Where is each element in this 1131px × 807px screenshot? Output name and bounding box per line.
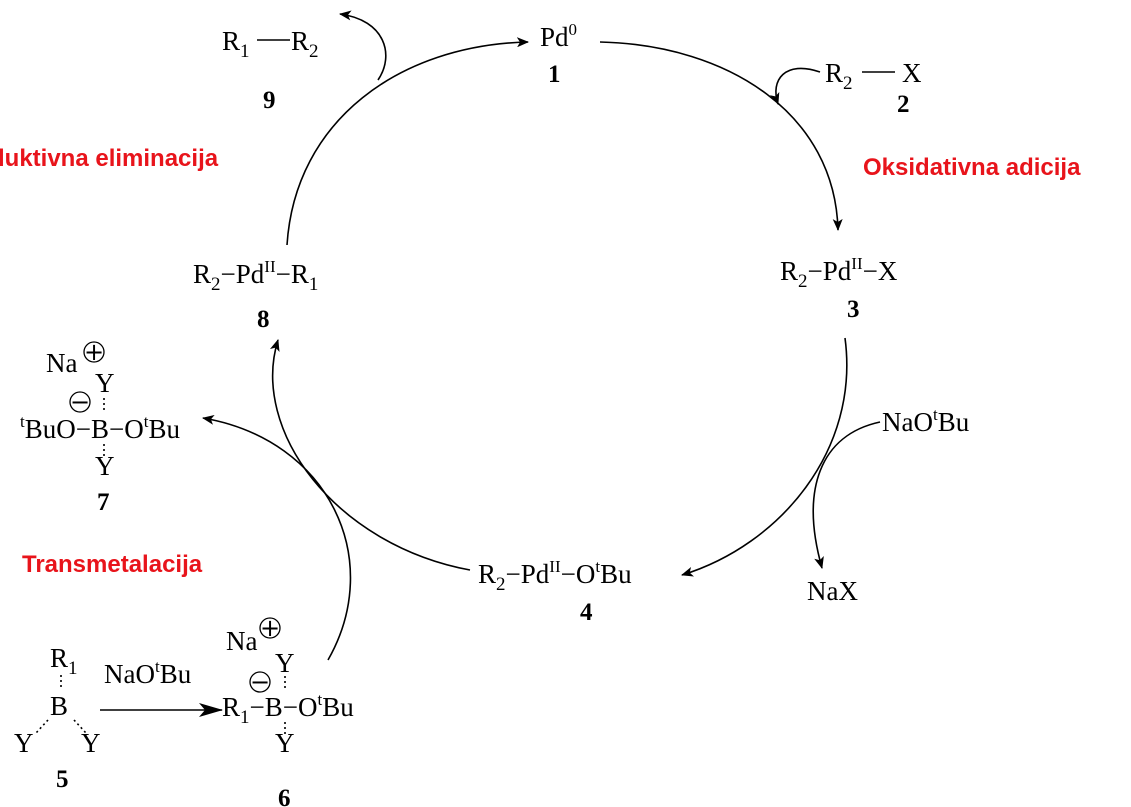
number-8: 8 xyxy=(257,306,270,333)
arrow-base-into-cycle xyxy=(812,421,881,569)
number-1: 1 xyxy=(548,61,561,88)
number-7: 7 xyxy=(97,489,110,516)
number-3: 3 xyxy=(847,296,860,323)
svg-text:R1: R1 xyxy=(50,643,78,679)
number-6: 6 xyxy=(278,785,291,807)
arrow-6-to-7 xyxy=(202,414,352,661)
arc-4-to-8 xyxy=(269,339,471,571)
species-6-borate: Na + Y − R1−B−OtBu Y xyxy=(222,614,354,758)
aryl-halide-2-r2: R2 xyxy=(825,58,853,94)
svg-text:Y: Y xyxy=(275,648,295,678)
product-9-r2: R2 xyxy=(291,26,319,62)
svg-text:Na: Na xyxy=(226,626,257,656)
svg-text:+: + xyxy=(84,338,104,366)
svg-text:Na: Na xyxy=(46,348,77,378)
svg-text:Y: Y xyxy=(14,728,34,758)
svg-text:Y: Y xyxy=(275,728,295,758)
arc-8-to-1 xyxy=(286,37,529,246)
reagent-base-5to6: NaOtBu xyxy=(104,657,192,689)
svg-text:Y: Y xyxy=(81,728,101,758)
svg-text:B: B xyxy=(50,691,68,721)
svg-text:Y: Y xyxy=(95,368,115,398)
arrow-from-2-into-cycle xyxy=(769,67,821,105)
label-transmetalation: Transmetalacija xyxy=(22,551,203,578)
species-5-borane: R1 B Y Y xyxy=(14,643,101,758)
species-3-pd-x: R2−PdII−X xyxy=(780,254,898,292)
svg-text:+: + xyxy=(260,614,280,642)
reagent-base: NaOtBu xyxy=(882,405,970,437)
svg-text:−: − xyxy=(70,388,90,416)
number-2: 2 xyxy=(897,91,910,118)
arc-3-to-4 xyxy=(681,337,848,577)
svg-text:−: − xyxy=(250,668,270,696)
label-oxidative-addition: Oksidativna adicija xyxy=(863,154,1081,181)
number-4: 4 xyxy=(580,599,593,626)
arrow-to-product-9 xyxy=(339,10,387,81)
species-4-pd-otbu: R2−PdII−OtBu xyxy=(478,557,632,595)
number-9: 9 xyxy=(263,87,276,114)
svg-text:Y: Y xyxy=(95,451,115,481)
byproduct-nax: NaX xyxy=(807,576,858,606)
arc-1-to-3 xyxy=(599,41,843,231)
aryl-halide-2-x: X xyxy=(902,58,922,88)
svg-text:R1−B−OtBu: R1−B−OtBu xyxy=(222,690,354,728)
species-8-pd-r1r2: R2−PdII−R1 xyxy=(193,257,318,295)
species-7-borate: Na + Y − tBuO−B−OtBu Y xyxy=(20,338,180,481)
product-9-r1: R1 xyxy=(222,26,250,62)
label-reductive-elimination: luktivna eliminacija xyxy=(0,145,219,172)
svg-text:tBuO−B−OtBu: tBuO−B−OtBu xyxy=(20,412,180,444)
number-5: 5 xyxy=(56,766,69,793)
species-1-pd0: Pd0 xyxy=(540,20,577,52)
